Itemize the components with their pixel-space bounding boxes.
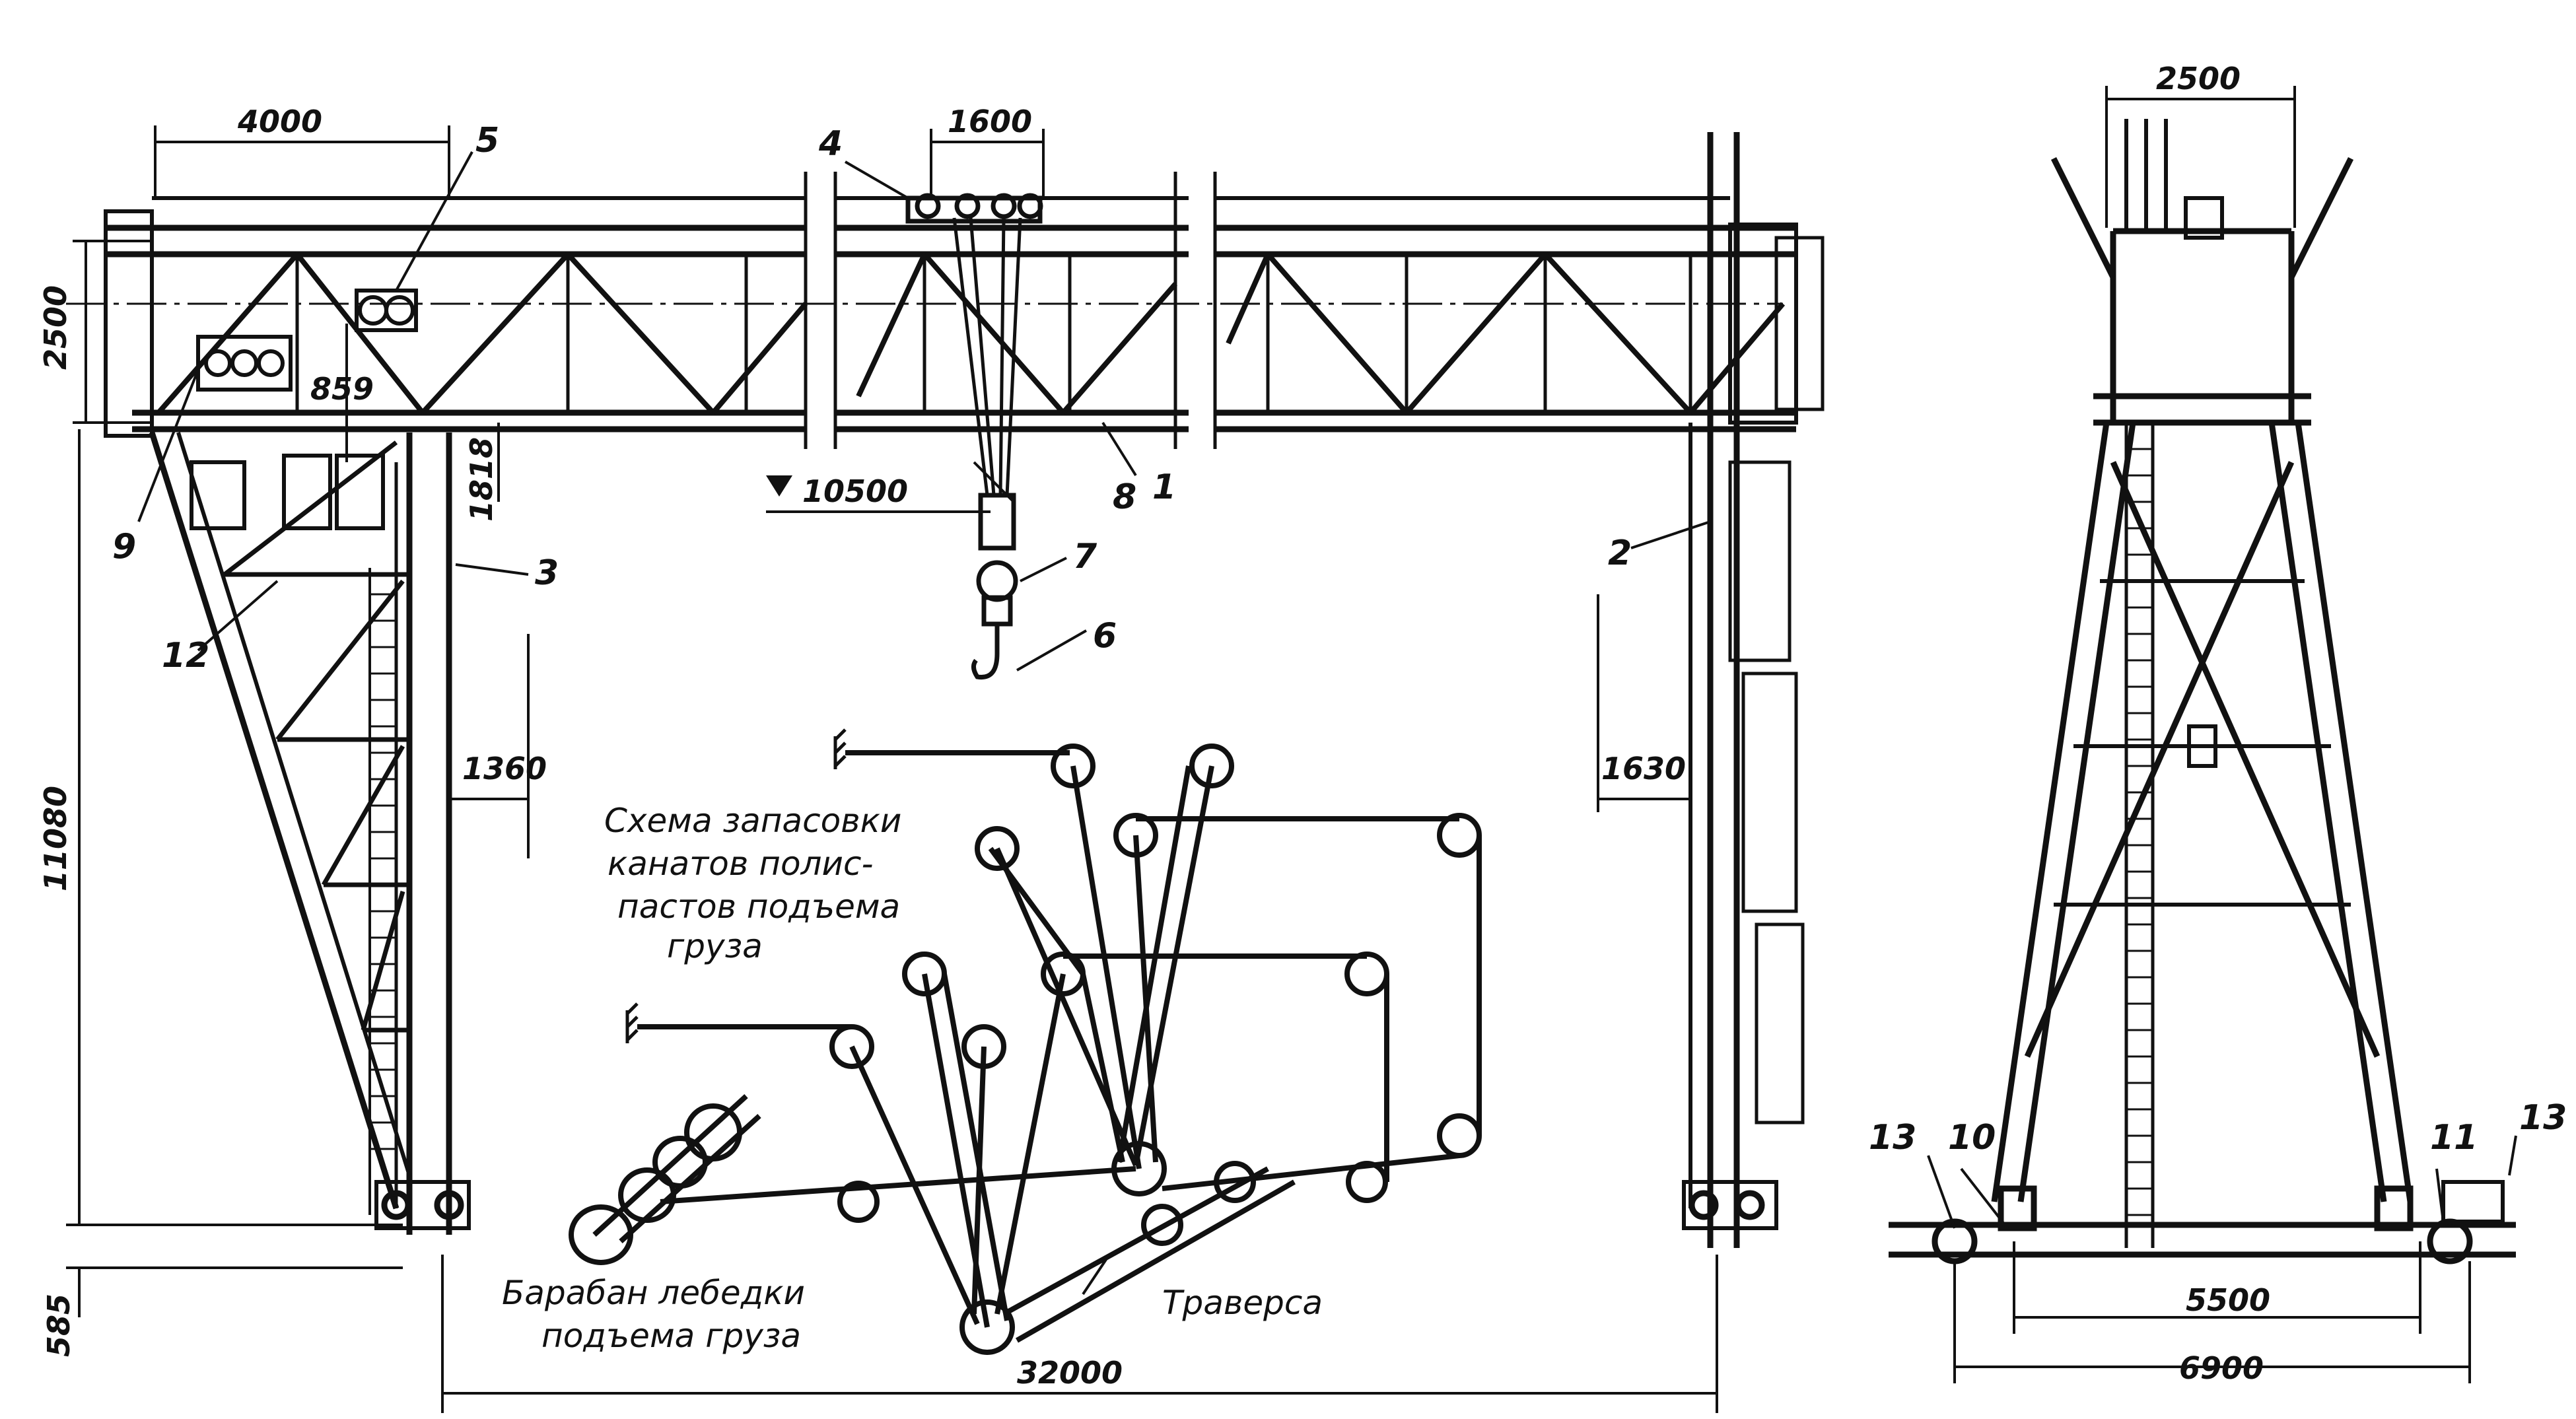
traverse-caption: Траверса (1162, 1284, 1323, 1322)
dim-girder-to-leg: 1818 (464, 437, 499, 522)
reeving-caption-line-2: канатов полис- (608, 845, 874, 883)
end-view-ladder-rungs (2126, 448, 2153, 1216)
part-label-3: 3 (535, 553, 559, 593)
part-label-6: 6 (1093, 616, 1117, 656)
left-leg-ladder-rungs (370, 593, 396, 1150)
part-number-labels: 1 2 3 4 5 6 7 8 9 10 11 12 13 13 (112, 121, 2567, 1158)
hoist-ropes (952, 217, 1022, 496)
right-flexible-leg (1682, 132, 1825, 1248)
dim-left-overhang: 4000 (237, 104, 322, 139)
reeving-caption-line-1: Схема запасовки (604, 802, 901, 840)
dim-end-gauge: 5500 (2186, 1282, 2270, 1318)
dim-span: 32000 (1017, 1355, 1123, 1391)
winch-caption: Барабан лебедки подъема груза (502, 1274, 805, 1355)
part-label-1: 1 (1152, 467, 1176, 507)
part-label-13-left: 13 (1869, 1118, 1916, 1158)
part-label-11: 11 (2430, 1118, 2478, 1158)
winch-caption-line-2: подъема груза (541, 1317, 801, 1355)
reeving-caption-line-3: пастов подъема (617, 887, 900, 926)
part-label-4: 4 (818, 124, 843, 164)
dim-end-base: 6900 (2179, 1350, 2264, 1386)
dim-girder-height: 2500 (38, 285, 73, 370)
part-label-13-right: 13 (2519, 1098, 2567, 1138)
winch-drum (569, 1094, 1136, 1265)
rope-anchors (625, 728, 847, 1043)
dim-left-leg-offset: 1360 (462, 751, 547, 786)
dim-trolley-base: 1600 (948, 104, 1032, 139)
hook-block (971, 493, 1018, 680)
dimension-lines (66, 86, 2471, 1413)
part-label-5: 5 (475, 121, 499, 160)
end-view-portal (1889, 119, 2516, 1264)
girder-truss (156, 252, 1786, 415)
dim-base-offset: 585 (41, 1294, 77, 1357)
dim-clearance: 859 (310, 371, 374, 407)
dim-right-leg-offset: 1630 (1601, 751, 1686, 786)
part-label-8: 8 (1113, 477, 1136, 517)
dimension-labels: 4000 1600 2500 859 1818 10500 11080 585 … (38, 61, 2270, 1391)
left-rigid-leg (149, 431, 471, 1235)
part-label-9: 9 (112, 527, 136, 567)
trolley (905, 193, 1043, 224)
dim-leg-height: 11080 (38, 786, 73, 891)
part-label-10: 10 (1948, 1118, 1996, 1158)
hook-level-marker (766, 475, 991, 513)
dim-end-top-width: 2500 (2156, 61, 2241, 96)
leader-lines (137, 151, 2517, 1296)
winch-caption-line-1: Барабан лебедки (502, 1274, 805, 1312)
reeving-caption-line-4: груза (667, 927, 763, 965)
part-label-12: 12 (162, 636, 209, 675)
reeving-caption: Схема запасовки канатов полис- пастов по… (604, 802, 901, 965)
dim-hook-level: 10500 (802, 473, 908, 509)
part-label-7: 7 (1073, 537, 1097, 576)
operator-cab (104, 209, 418, 530)
part-label-2: 2 (1608, 534, 1632, 573)
